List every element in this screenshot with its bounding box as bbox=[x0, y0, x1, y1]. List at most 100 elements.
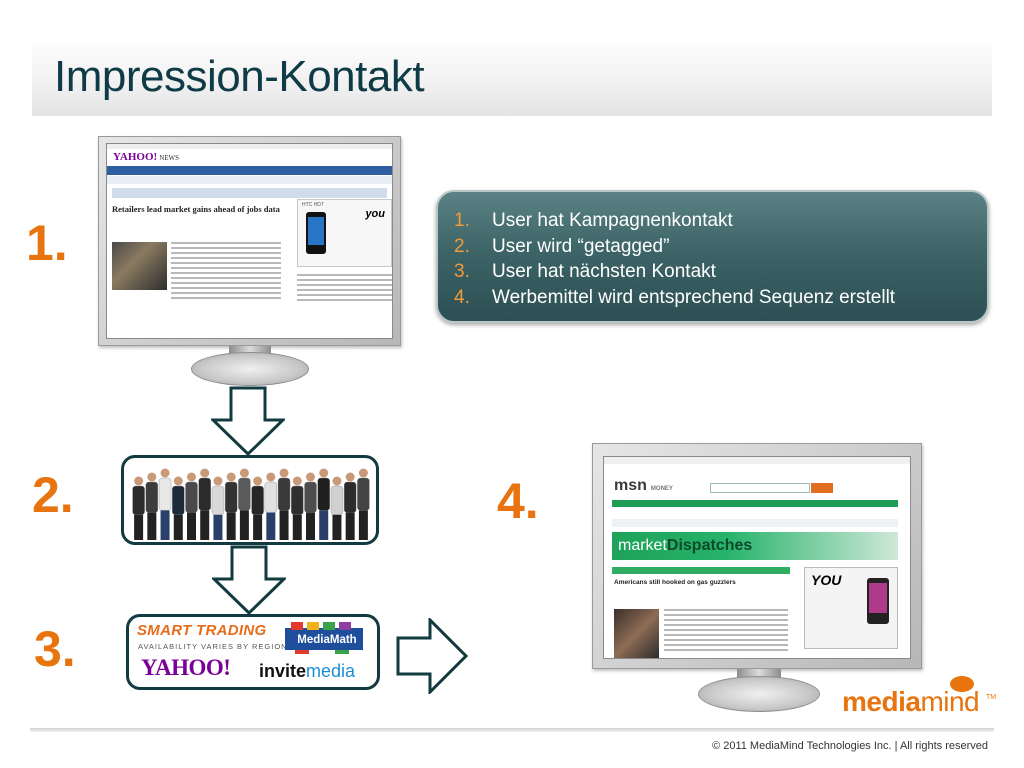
person-head bbox=[147, 472, 157, 482]
msn-quote-bar bbox=[612, 519, 898, 527]
person-head bbox=[253, 476, 263, 486]
person-head bbox=[266, 472, 276, 482]
logos-box: SMART TRADING AVAILABILITY VARIES BY REG… bbox=[126, 614, 380, 690]
step-number-3: 3. bbox=[34, 621, 76, 677]
msn-search-box bbox=[710, 483, 810, 493]
person-legs bbox=[200, 510, 210, 540]
invitemedia-logo: invitemedia bbox=[259, 661, 356, 681]
mediamind-trademark: TM bbox=[986, 694, 997, 701]
person-head bbox=[200, 468, 210, 478]
featured-post-bar bbox=[612, 567, 790, 574]
person-body bbox=[343, 481, 357, 513]
info-list: 1.User hat Kampagnenkontakt 2.User wird … bbox=[454, 208, 895, 310]
phone-icon bbox=[306, 212, 326, 254]
yahoo-news-logo: YAHOO!NEWS bbox=[113, 151, 180, 163]
yahoo-headline: Retailers lead market gains ahead of job… bbox=[112, 204, 280, 214]
yahoo-nav-bar bbox=[107, 166, 392, 175]
person-body bbox=[132, 485, 145, 515]
person-head bbox=[173, 476, 183, 486]
monitor-1: YAHOO!NEWS Retailers lead market gains a… bbox=[98, 136, 401, 346]
person-legs bbox=[306, 512, 315, 540]
person-legs bbox=[292, 514, 302, 540]
mediamind-bubble-icon bbox=[950, 676, 974, 692]
phone-icon bbox=[867, 578, 889, 624]
person-legs bbox=[358, 510, 368, 540]
arrow-right-icon bbox=[396, 618, 468, 694]
person-legs bbox=[187, 512, 196, 540]
copyright-text: © 2011 MediaMind Technologies Inc. | All… bbox=[712, 740, 988, 752]
person-head bbox=[239, 468, 249, 478]
person-body bbox=[304, 481, 317, 513]
people-group-image bbox=[132, 468, 370, 540]
person-head bbox=[345, 472, 355, 482]
article-text-lines bbox=[171, 242, 281, 302]
person-head bbox=[332, 476, 342, 486]
person-head bbox=[292, 476, 302, 486]
arrow-down-icon bbox=[212, 545, 286, 615]
person-body bbox=[291, 485, 304, 515]
person-legs bbox=[147, 512, 157, 540]
person-legs bbox=[213, 514, 223, 540]
person-body bbox=[330, 485, 344, 515]
smart-trading-subtitle: AVAILABILITY VARIES BY REGION bbox=[138, 642, 288, 651]
monitor-1-base bbox=[191, 352, 309, 386]
person-head bbox=[358, 468, 368, 478]
feature-text-lines bbox=[664, 609, 788, 654]
title-bar: Impression-Kontakt bbox=[32, 36, 992, 116]
person-legs bbox=[239, 510, 249, 540]
mediamath-label: MediaMath bbox=[297, 634, 357, 646]
yahoo-news-screen: YAHOO!NEWS Retailers lead market gains a… bbox=[106, 143, 393, 339]
person-head bbox=[213, 476, 223, 486]
market-dispatches-banner: marketDispatches bbox=[612, 532, 898, 560]
feature-headline: Americans still hooked on gas guzzlers bbox=[614, 579, 736, 586]
person-body bbox=[251, 485, 264, 515]
yahoo-subnav-bar bbox=[107, 176, 392, 184]
info-item: 4.Werbemittel wird entsprechend Sequenz … bbox=[454, 286, 896, 308]
monitor-4-base bbox=[698, 676, 820, 712]
msn-search-button bbox=[811, 483, 833, 493]
person-body bbox=[198, 477, 211, 511]
ad-headline: you bbox=[365, 208, 385, 220]
person-body bbox=[158, 477, 172, 511]
info-box: 1.User hat Kampagnenkontakt 2.User wird … bbox=[436, 190, 989, 323]
yahoo-logo: YAHOO! bbox=[141, 655, 231, 680]
person-body bbox=[185, 481, 198, 513]
slide-title: Impression-Kontakt bbox=[54, 52, 425, 101]
people-box bbox=[121, 455, 379, 545]
step-number-4: 4. bbox=[497, 473, 539, 529]
person-head bbox=[160, 468, 170, 478]
step-number-1: 1. bbox=[26, 215, 68, 271]
ad-headline: YOU bbox=[811, 572, 842, 588]
person-body bbox=[211, 485, 225, 515]
person-body bbox=[145, 481, 159, 513]
person-legs bbox=[345, 512, 355, 540]
htc-ad-banner: you HTC HD7 bbox=[297, 199, 392, 267]
person-legs bbox=[279, 510, 289, 540]
sponsored-links bbox=[297, 274, 392, 304]
person-legs bbox=[134, 514, 144, 540]
person-legs bbox=[319, 510, 329, 540]
info-item: 3.User hat nächsten Kontakt bbox=[454, 261, 716, 282]
person-head bbox=[226, 472, 236, 482]
person-legs bbox=[173, 514, 183, 540]
mediamind-logo: mediamind bbox=[842, 686, 980, 717]
person-body bbox=[172, 485, 185, 515]
person-body bbox=[317, 477, 330, 511]
footer-divider bbox=[30, 728, 994, 732]
person-head bbox=[306, 472, 315, 482]
person-legs bbox=[226, 512, 236, 540]
person-head bbox=[319, 468, 329, 478]
arrow-down-icon bbox=[211, 386, 285, 456]
info-item: 1.User hat Kampagnenkontakt bbox=[454, 210, 733, 231]
person-legs bbox=[332, 514, 342, 540]
person-head bbox=[279, 468, 289, 478]
feature-photo bbox=[614, 609, 659, 658]
person-body bbox=[357, 477, 370, 511]
person-head bbox=[134, 476, 144, 486]
person-head bbox=[187, 472, 196, 482]
htc-ad-banner: YOU bbox=[804, 567, 898, 649]
info-item: 2.User wird “getagged” bbox=[454, 235, 670, 257]
